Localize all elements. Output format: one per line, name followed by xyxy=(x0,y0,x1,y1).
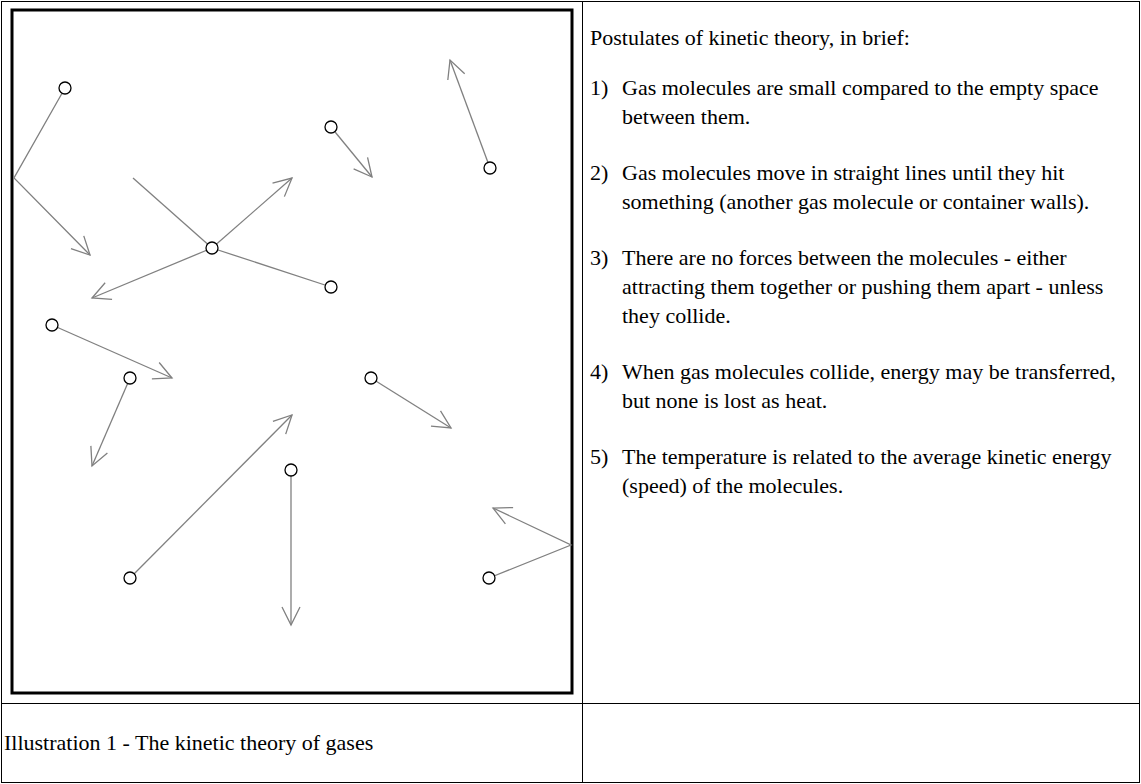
postulate-text: There are no forces between the molecule… xyxy=(622,243,1130,330)
item-number: 2) xyxy=(590,158,608,187)
postulate-text: Gas molecules are small compared to the … xyxy=(622,73,1130,131)
item-number: 5) xyxy=(590,442,608,471)
list-heading: Postulates of kinetic theory, in brief: xyxy=(590,23,1130,52)
postulate-text: Gas molecules move in straight lines unt… xyxy=(622,158,1130,216)
gas-molecules xyxy=(46,82,496,584)
postulate-text: When gas molecules collide, energy may b… xyxy=(622,357,1130,415)
molecule-paths xyxy=(14,60,571,625)
figure-caption: Illustration 1 - The kinetic theory of g… xyxy=(4,728,574,757)
postulate-text: The temperature is related to the averag… xyxy=(622,442,1130,500)
container-box xyxy=(12,10,572,693)
item-number: 3) xyxy=(590,243,608,272)
item-number: 1) xyxy=(590,73,608,102)
item-number: 4) xyxy=(590,357,608,386)
